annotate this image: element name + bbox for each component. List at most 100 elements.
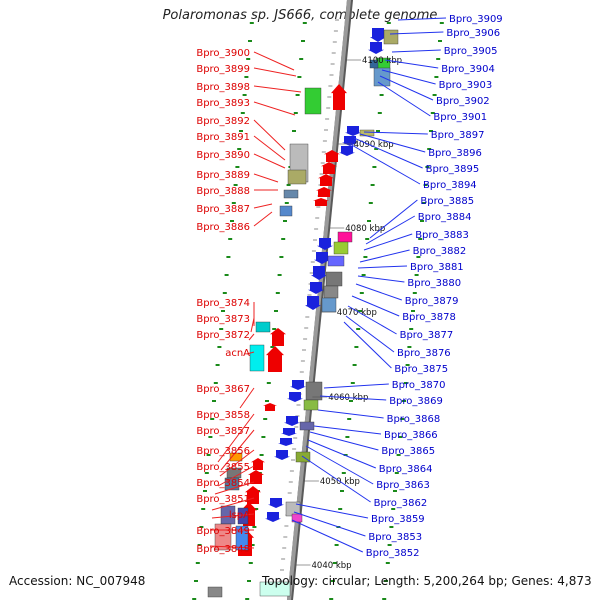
gene-arrow — [263, 403, 277, 411]
track-dot — [430, 112, 435, 114]
gene-box — [283, 189, 299, 199]
track-dot — [349, 400, 353, 402]
right-leader-line — [359, 133, 426, 153]
right-leader-line — [309, 431, 379, 451]
right-gene-label: Bpro_3864 — [379, 464, 433, 475]
right-leader-line — [363, 233, 413, 251]
gene-box — [279, 205, 293, 217]
track-dot — [302, 22, 307, 24]
gene-box — [369, 59, 379, 69]
left-gene-label: Bpro_3891 — [196, 132, 250, 143]
track-dot — [215, 364, 220, 366]
track-dot — [224, 274, 229, 276]
track-dot — [237, 148, 242, 150]
track-dot — [331, 580, 335, 582]
right-gene-label: Bpro_3901 — [433, 112, 487, 123]
gene-arrow — [321, 162, 337, 174]
right-gene-label: Bpro_3879 — [405, 296, 459, 307]
track-dot — [248, 562, 253, 564]
left-leader-line — [220, 429, 255, 471]
track-dot — [249, 22, 254, 24]
right-gene-label: Bpro_3853 — [368, 532, 422, 543]
right-gene-label: Bpro_3869 — [389, 396, 443, 407]
gene-arrow — [317, 238, 333, 250]
left-leader-line — [253, 119, 286, 151]
kbp-label: 4090 kbp — [354, 140, 394, 150]
track-dot — [350, 382, 355, 384]
track-dot — [192, 598, 197, 600]
track-dot — [421, 202, 426, 204]
kbp-label: 4040 kbp — [312, 561, 352, 571]
track-dot — [250, 544, 255, 546]
track-dot — [385, 562, 390, 564]
track-dot — [391, 508, 396, 510]
track-dot — [208, 436, 213, 438]
track-dot — [340, 490, 344, 492]
right-gene-label: Bpro_3909 — [449, 14, 503, 25]
left-leader-line — [248, 333, 255, 341]
gene-box — [229, 452, 243, 462]
track-dot — [358, 310, 362, 312]
right-gene-label: Bpro_3884 — [418, 212, 472, 223]
track-dot — [292, 130, 296, 132]
track-dot — [396, 454, 401, 456]
gene-box — [303, 399, 319, 411]
track-dot — [247, 580, 251, 582]
left-gene-label: Bpro_3886 — [196, 222, 250, 233]
track-dot — [420, 220, 424, 222]
left-leader-line — [253, 51, 295, 71]
track-dot — [354, 346, 359, 348]
left-gene-label: Bpro_3856 — [196, 446, 250, 457]
track-dot — [248, 40, 252, 42]
gene-arrow — [278, 438, 294, 446]
left-gene-label: Bpro_3872 — [196, 330, 250, 341]
left-leader-line — [214, 481, 255, 495]
right-gene-label: Bpro_3863 — [376, 480, 430, 491]
left-gene-label: Bpro_3898 — [196, 82, 250, 93]
left-leader-line — [217, 413, 255, 463]
right-leader-line — [363, 131, 428, 135]
right-leader-line — [293, 511, 366, 537]
gene-arrow — [331, 84, 347, 110]
right-gene-label: Bpro_3859 — [371, 514, 425, 525]
track-dot — [439, 22, 444, 24]
track-dot — [281, 238, 286, 240]
gene-box — [259, 581, 291, 597]
track-dot — [379, 94, 384, 96]
left-gene-label: Bpro_3888 — [196, 186, 250, 197]
track-dot — [386, 22, 391, 24]
gene-arrow — [290, 380, 306, 390]
track-dot — [301, 40, 305, 42]
track-dot — [204, 472, 209, 474]
track-dot — [432, 94, 437, 96]
right-gene-label: Bpro_3881 — [410, 262, 464, 273]
accession-text: Accession: NC_007948 — [9, 574, 146, 588]
left-leader-line — [253, 67, 297, 77]
right-gene-label: Bpro_3904 — [441, 64, 495, 75]
track-dot — [212, 400, 216, 402]
track-dot — [368, 202, 373, 204]
track-dot — [363, 256, 368, 258]
track-dot — [412, 292, 417, 294]
track-dot — [284, 202, 289, 204]
track-dot — [231, 202, 236, 204]
track-dot — [429, 130, 433, 132]
left-gene-label: Bpro_3854 — [196, 478, 250, 489]
track-dot — [347, 418, 352, 420]
gene-box — [383, 29, 399, 45]
track-dot — [411, 310, 415, 312]
left-gene-label: Bpro_3857 — [196, 426, 250, 437]
track-dot — [272, 328, 277, 330]
gene-box — [304, 87, 322, 115]
track-dot — [370, 184, 375, 186]
track-dot — [279, 256, 284, 258]
right-gene-label: Bpro_3885 — [420, 196, 474, 207]
track-dot — [199, 526, 204, 528]
left-leader-line — [211, 513, 255, 519]
track-dot — [286, 184, 291, 186]
left-gene-label: Bpro_3890 — [196, 150, 250, 161]
track-dot — [221, 310, 225, 312]
track-dot — [228, 238, 233, 240]
track-dot — [338, 508, 343, 510]
